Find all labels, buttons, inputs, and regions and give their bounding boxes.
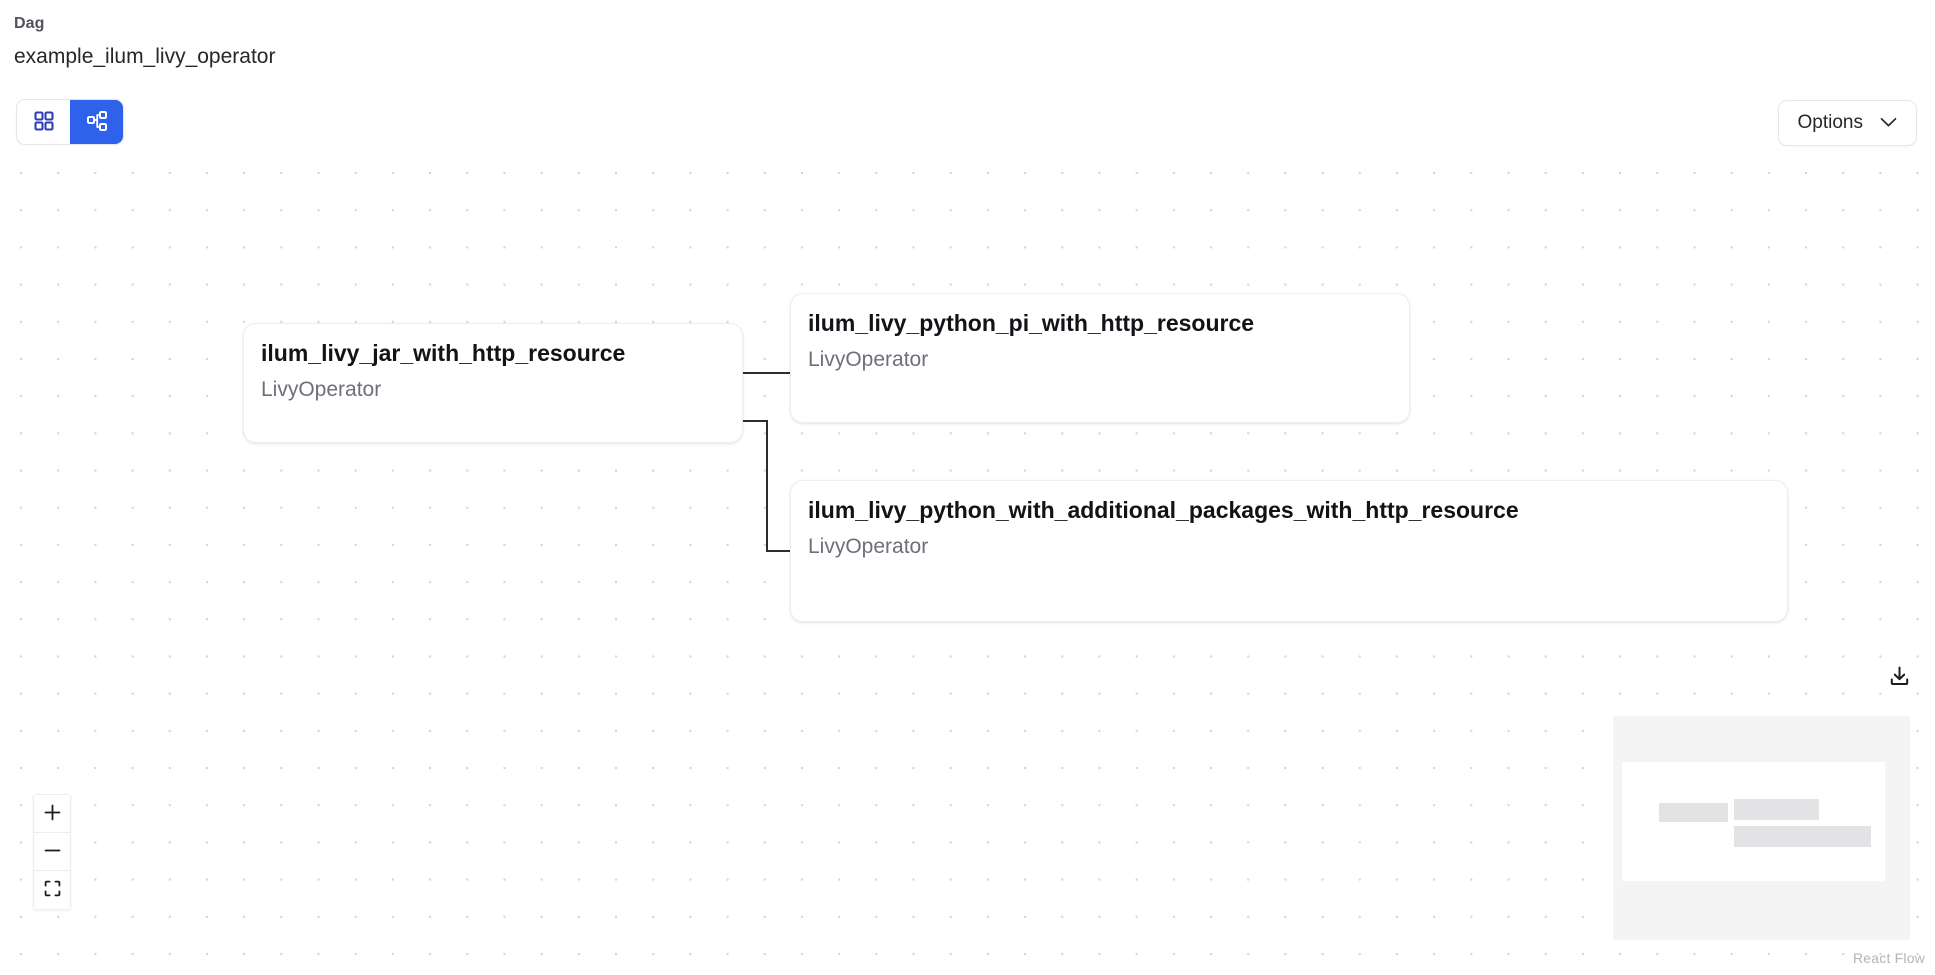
page-title: example_ilum_livy_operator (14, 45, 276, 68)
minimap-node (1734, 799, 1819, 820)
graph-canvas[interactable]: ilum_livy_jar_with_http_resource LivyOpe… (0, 158, 1935, 975)
minimap-node (1659, 803, 1728, 822)
options-button[interactable]: Options (1777, 100, 1917, 146)
react-flow-attribution[interactable]: React Flow (1852, 950, 1925, 966)
zoom-out-button[interactable] (34, 833, 70, 871)
view-toggle-group[interactable] (16, 99, 124, 145)
node-title: ilum_livy_python_with_additional_package… (808, 497, 1519, 523)
page-header: Dag example_ilum_livy_operator (14, 15, 276, 68)
grid-icon (33, 110, 55, 135)
grid-view-button[interactable] (17, 100, 70, 144)
node-subtitle: LivyOperator (808, 347, 929, 371)
node-title: ilum_livy_python_pi_with_http_resource (808, 310, 1255, 336)
zoom-in-button[interactable] (34, 795, 70, 833)
chevron-down-icon (1880, 116, 1897, 131)
download-icon (1888, 665, 1911, 691)
minimap[interactable] (1613, 716, 1910, 940)
zoom-controls[interactable] (33, 794, 71, 910)
node-title: ilum_livy_jar_with_http_resource (261, 340, 626, 366)
hierarchy-icon (86, 110, 108, 135)
graph-node[interactable]: ilum_livy_python_with_additional_package… (790, 480, 1788, 622)
dag-label: Dag (14, 15, 45, 32)
minimap-node (1734, 826, 1871, 847)
options-button-label: Options (1797, 112, 1863, 133)
fit-view-button[interactable] (34, 871, 70, 909)
plus-icon (44, 804, 61, 824)
graph-view-button[interactable] (70, 100, 123, 144)
fit-view-icon (44, 880, 61, 900)
node-subtitle: LivyOperator (808, 534, 929, 558)
graph-node[interactable]: ilum_livy_python_pi_with_http_resource L… (790, 293, 1410, 423)
graph-node[interactable]: ilum_livy_jar_with_http_resource LivyOpe… (243, 323, 743, 443)
download-image-button[interactable] (1885, 664, 1913, 692)
minus-icon (44, 842, 61, 862)
node-subtitle: LivyOperator (261, 377, 382, 401)
